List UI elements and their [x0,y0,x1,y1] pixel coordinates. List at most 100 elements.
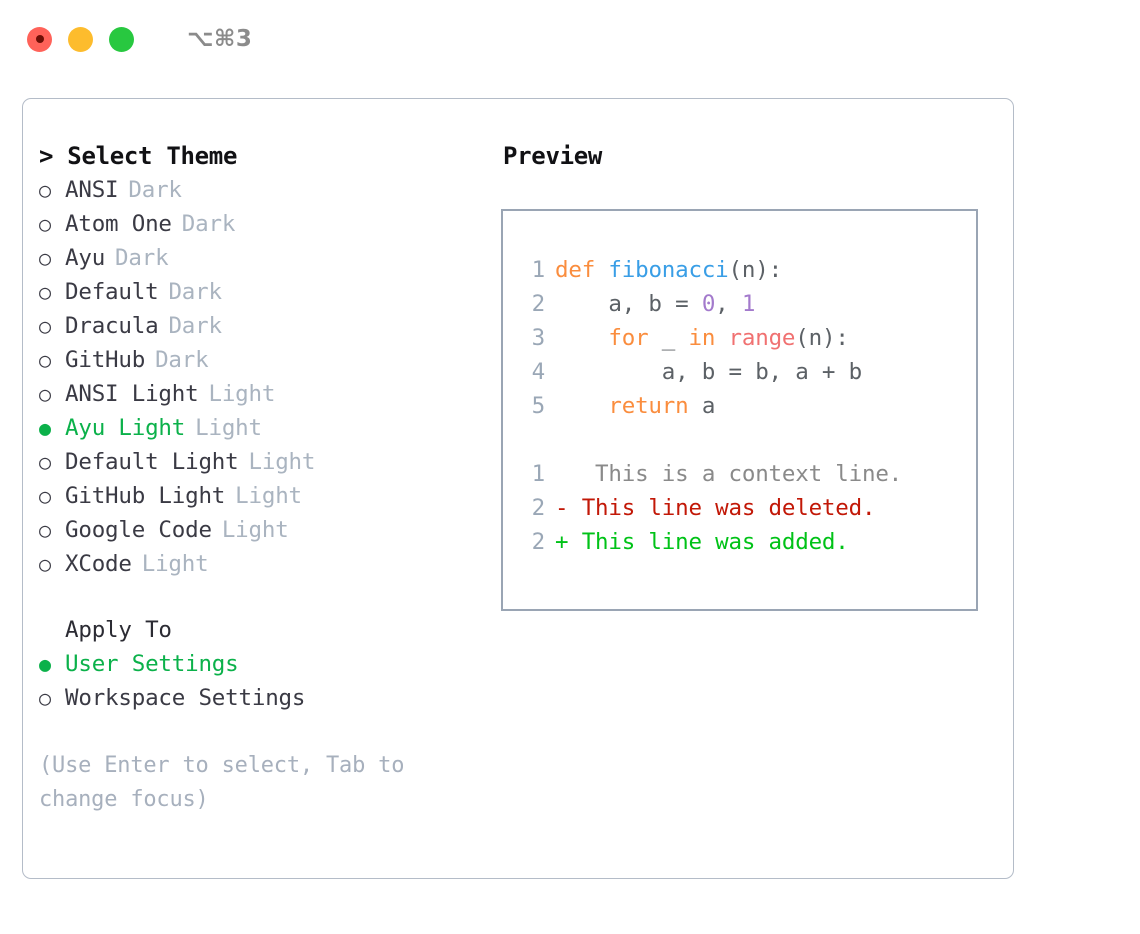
code-token: range [728,325,796,351]
select-theme-header: > Select Theme [39,142,238,170]
radio-unselected-icon: ○ [39,552,52,576]
apply-to-option-workspace-settings[interactable]: ○ Workspace Settings [39,681,501,715]
apply-to-list: ●User Settings ○ Workspace Settings [39,647,501,715]
code-line: 4 a, b = b, a + b [517,355,976,389]
code-token: (n): [795,325,849,351]
code-line: 5 return a [517,389,976,423]
theme-option-variant: Light [221,517,289,543]
theme-option-variant: Light [208,381,276,407]
diff-line-content: This is a context line. [568,461,903,487]
keyboard-hint-text: (Use Enter to select, Tab to change focu… [39,753,405,812]
minimize-button[interactable] [68,26,93,52]
theme-option-variant: Light [235,483,302,509]
code-line-content: def fibonacci(n): [555,253,782,287]
code-token: (n): [728,257,783,283]
theme-option-variant: Light [141,551,209,577]
apply-to-title: Apply To [65,617,172,643]
theme-option-default-light[interactable]: ○ Default Light Light [39,445,501,479]
radio-unselected-icon: ○ [39,280,52,304]
diff-line-content: This line was deleted. [568,495,876,521]
theme-option-label: ANSI [65,177,119,203]
code-line-number: 3 [531,325,546,351]
diff-line-del: 2- This line was deleted. [517,491,976,525]
diff-sign [555,457,568,491]
diff-line-number: 2 [531,495,546,521]
code-token: , [715,291,742,317]
code-token [555,325,608,351]
diff-line-number: 2 [531,529,546,555]
radio-unselected-icon: ○ [39,348,52,372]
code-line-number: 1 [531,257,546,283]
theme-option-label: Ayu Light [65,415,186,441]
code-token [555,393,608,419]
code-line: 2 a, b = 0, 1 [517,287,976,321]
section-spacer [39,581,501,613]
code-token: fibonacci [608,257,729,283]
theme-option-label: Default Light [65,449,239,475]
code-token: 1 [741,291,756,317]
code-token: _ [648,325,689,351]
theme-option-label: XCode [65,551,132,577]
theme-option-variant: Dark [115,245,169,271]
theme-option-google-code[interactable]: ○ Google Code Light [39,513,501,547]
diff-sign: - [555,495,569,521]
theme-option-label: Google Code [65,517,212,543]
radio-unselected-icon: ○ [39,450,52,474]
theme-option-ansi-light[interactable]: ○ ANSI Light Light [39,377,501,411]
code-token: a [688,393,716,419]
code-line-number: 4 [531,359,546,385]
diff-line-number: 1 [531,461,546,487]
traffic-lights [27,26,134,52]
code-diff-spacer [517,423,976,457]
theme-option-label: Default [65,279,159,305]
code-line-number: 5 [531,393,546,419]
code-line: 3 for _ in range(n): [517,321,976,355]
theme-option-label: Ayu [65,245,106,271]
radio-unselected-icon: ○ [39,484,52,508]
code-token: in [688,325,716,351]
theme-option-label: GitHub [65,347,146,373]
diff-line-ctx: 1 This is a context line. [517,457,976,491]
radio-selected-icon: ● [39,416,52,440]
code-token: for [608,325,649,351]
close-button[interactable] [27,26,52,52]
title-bar: ⌥⌘3 [0,0,1140,78]
radio-unselected-icon: ○ [39,686,52,710]
theme-option-xcode[interactable]: ○ XCode Light [39,547,501,581]
theme-option-ayu[interactable]: ○ Ayu Dark [39,241,501,275]
apply-to-option-label: User Settings [65,651,239,677]
theme-option-variant: Light [248,449,316,475]
apply-to-option-label: Workspace Settings [65,685,306,711]
maximize-button[interactable] [109,26,134,52]
apply-to-option-user-settings[interactable]: ●User Settings [39,647,501,681]
theme-option-variant: Dark [168,313,222,339]
radio-unselected-icon: ○ [39,382,52,406]
code-line: 1 def fibonacci(n): [517,253,976,287]
radio-unselected-icon: ○ [39,212,52,236]
radio-unselected-icon: ○ [39,518,52,542]
theme-option-github[interactable]: ○ GitHub Dark [39,343,501,377]
keyboard-shortcut-label: ⌥⌘3 [187,26,253,52]
diff-line-add: 2+ This line was added. [517,525,976,559]
theme-option-label: ANSI Light [65,381,199,407]
code-line-content: a, b = 0, 1 [555,287,755,321]
code-line-content: for _ in range(n): [555,321,849,355]
code-token: a, b = [555,291,702,317]
radio-unselected-icon: ○ [39,246,52,270]
theme-option-label: Atom One [65,211,172,237]
theme-option-variant: Dark [168,279,222,305]
theme-option-variant: Dark [155,347,209,373]
theme-option-default[interactable]: ○ Default Dark [39,275,501,309]
code-token: return [608,393,689,419]
diff-sample: 1 This is a context line.2- This line wa… [517,457,976,559]
